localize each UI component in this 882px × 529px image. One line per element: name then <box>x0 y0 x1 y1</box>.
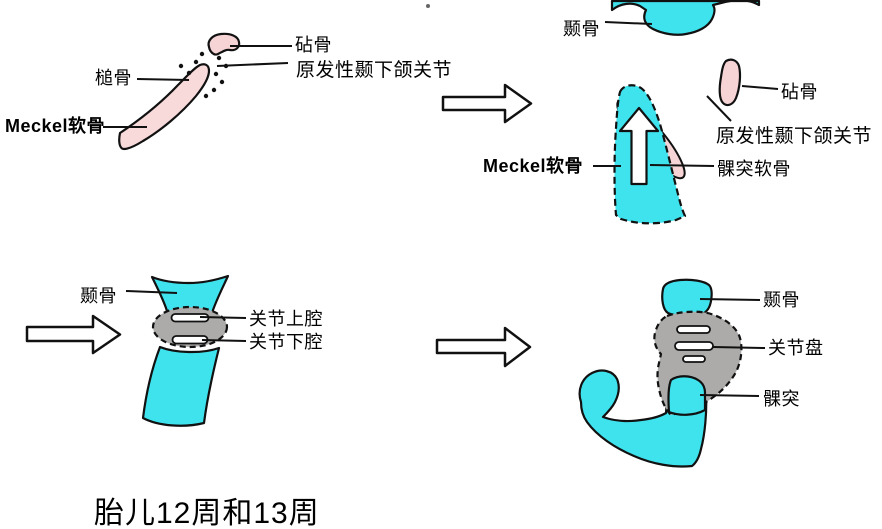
stage4-leader-lines <box>699 298 766 397</box>
disc-slit-3 <box>682 355 706 363</box>
figure-caption: 胎儿12周和13周 <box>94 497 320 529</box>
incus-shape <box>207 32 241 56</box>
stage2-group <box>593 0 779 225</box>
stage3-group <box>125 274 247 427</box>
label-primary-tmj-stage1: 原发性颞下颌关节 <box>296 60 453 81</box>
label-articular-disc: 关节盘 <box>768 338 824 358</box>
stage1-group <box>103 32 292 151</box>
label-upper-joint-cavity: 关节上腔 <box>249 309 323 329</box>
label-incus-stage2: 砧骨 <box>781 82 818 102</box>
disc-slit-2 <box>674 341 714 351</box>
label-primary-tmj-stage2: 原发性颞下颌关节 <box>716 126 873 147</box>
incus-shape-2 <box>718 58 742 107</box>
condyle-neck-overlay <box>667 375 707 416</box>
stray-dot <box>426 4 430 8</box>
label-condylar-process: 髁突 <box>763 389 800 409</box>
label-malleus-stage1: 槌骨 <box>95 68 132 88</box>
temporal-bone-shape-4 <box>661 278 713 318</box>
primary-tmj-dotted-outline <box>178 51 229 99</box>
label-temporal-stage2: 颞骨 <box>563 19 600 39</box>
transition-arrow-1 <box>441 83 533 124</box>
stage3-leader-lines <box>125 290 247 342</box>
condyle-band-shape-3 <box>141 345 221 427</box>
label-lower-joint-cavity: 关节下腔 <box>249 332 323 352</box>
label-temporal-stage4: 颞骨 <box>763 290 800 310</box>
label-meckel-stage2: Meckel软骨 <box>483 156 584 176</box>
growth-up-arrow <box>618 106 660 186</box>
label-condylar-cartilage: 髁突软骨 <box>717 159 791 179</box>
stage1-leader-lines <box>103 45 292 128</box>
transition-arrow-2 <box>25 314 122 355</box>
disc-slit-1 <box>676 325 711 334</box>
temporal-bone-shape-2 <box>610 0 761 36</box>
stage2-leader-lines <box>593 21 779 167</box>
label-temporal-stage3: 颞骨 <box>80 286 117 306</box>
transition-arrow-3 <box>435 326 532 368</box>
meckel-malleus-shape <box>118 63 211 151</box>
label-meckel-stage1: Meckel软骨 <box>5 116 106 136</box>
label-incus-stage1: 砧骨 <box>295 35 332 55</box>
stage4-group <box>578 278 766 468</box>
